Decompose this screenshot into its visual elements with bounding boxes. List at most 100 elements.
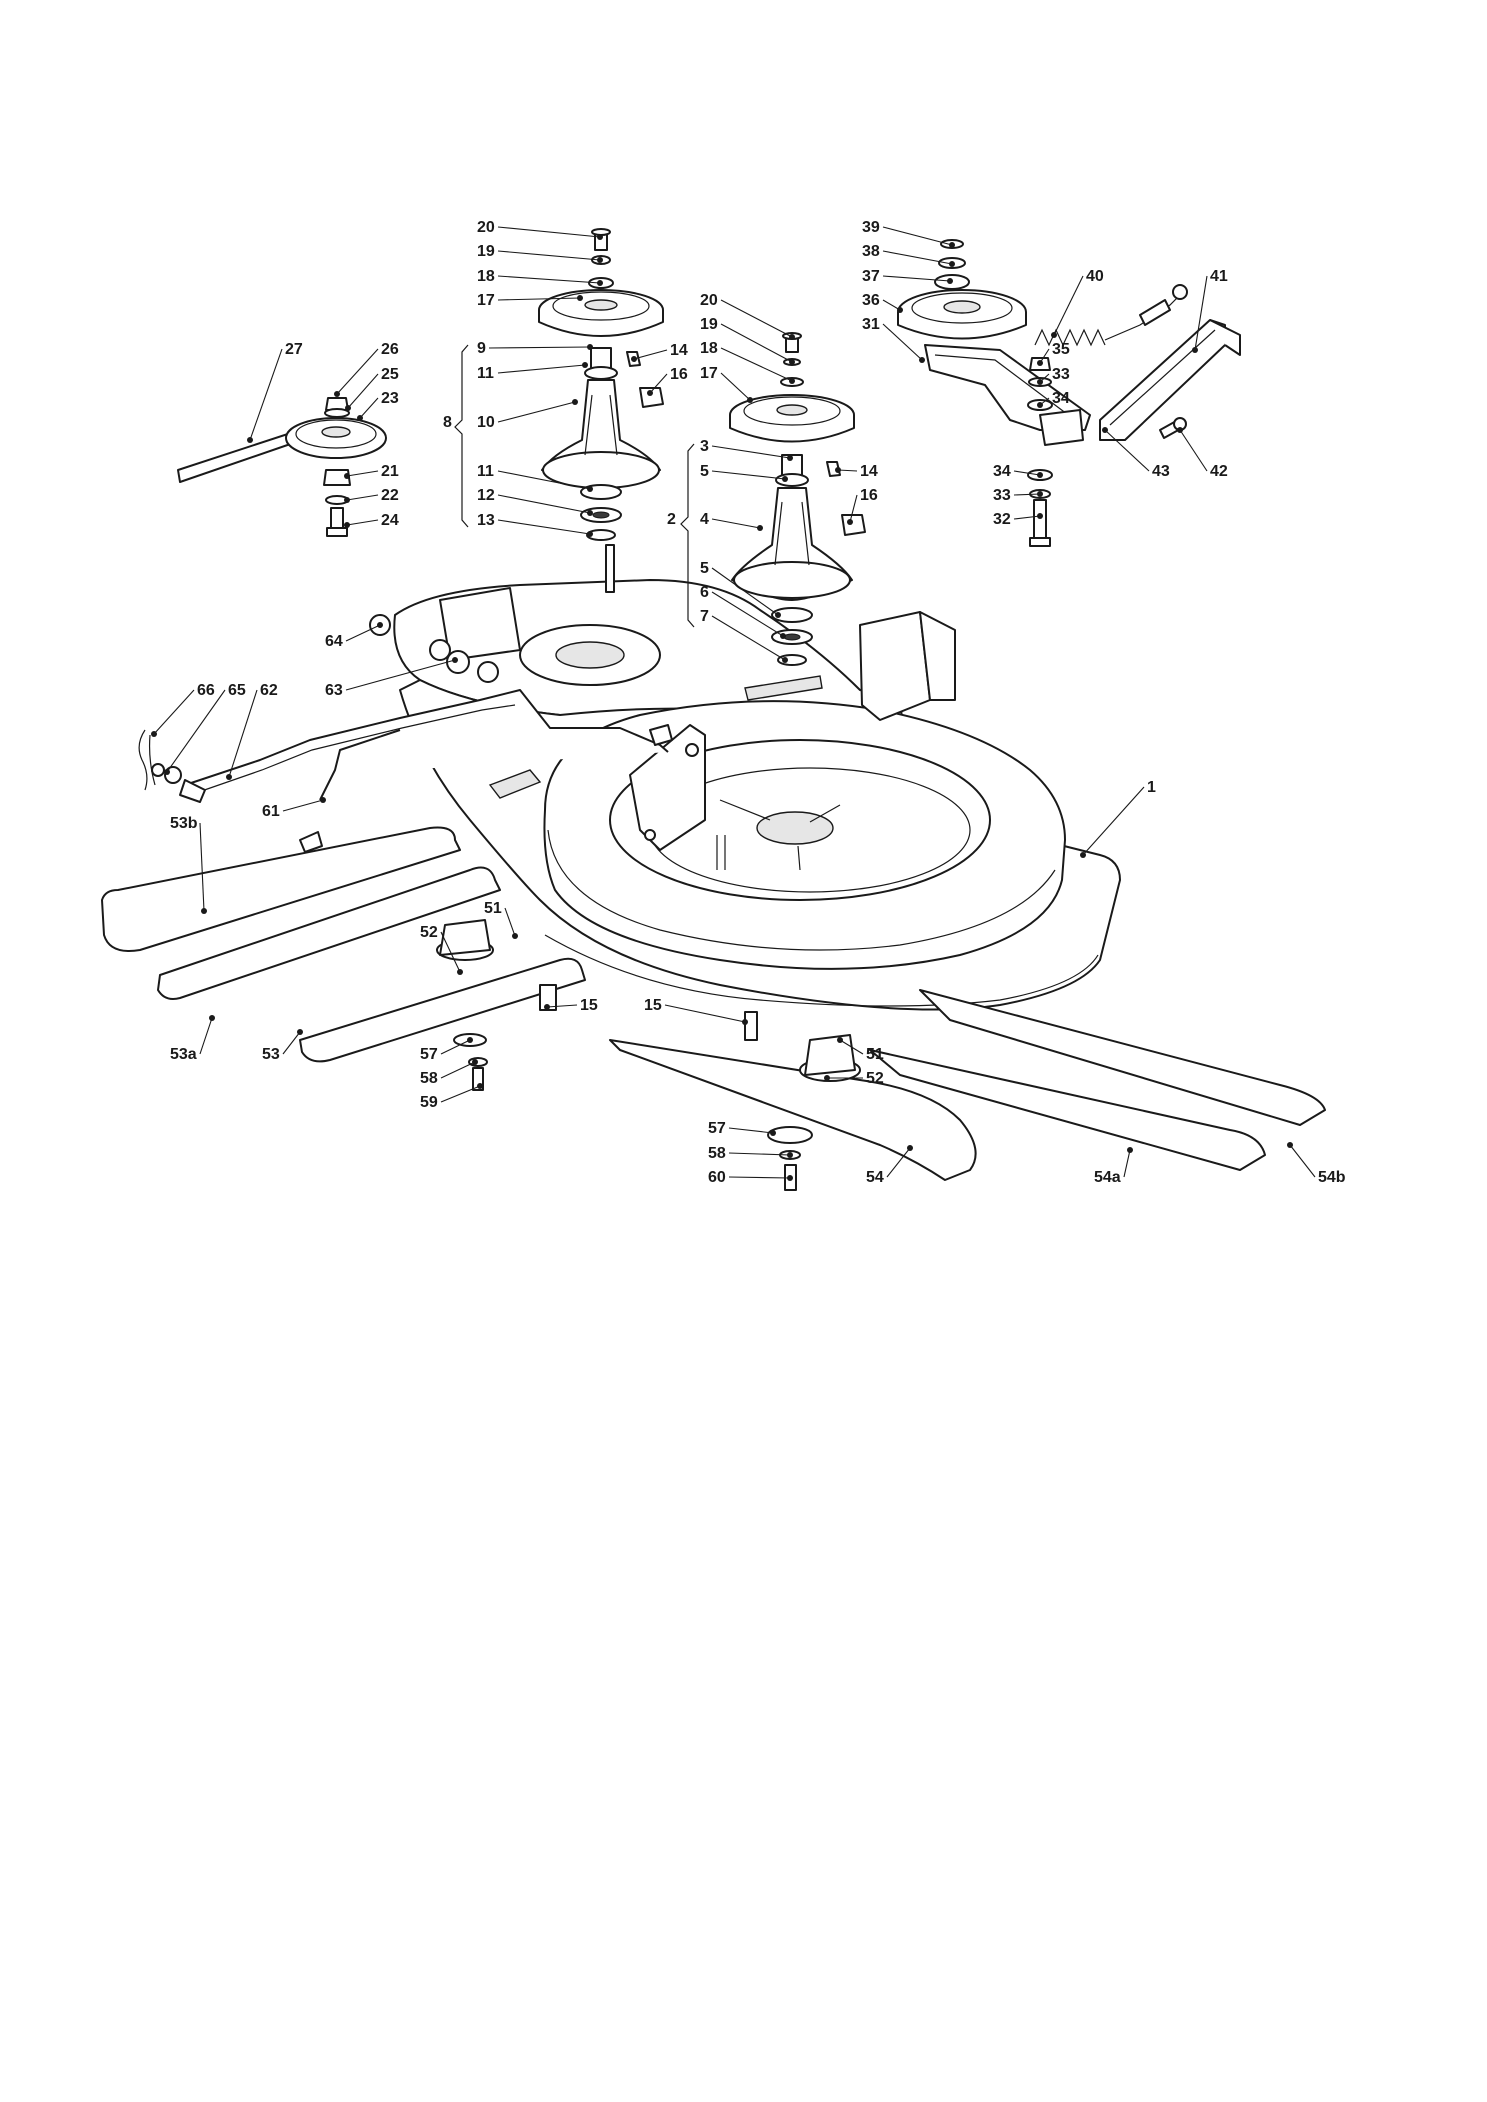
- leader-dot: [919, 357, 925, 363]
- height-adjust-linkage: [138, 614, 673, 853]
- leader-line: [497, 250, 601, 261]
- part-label: 60: [708, 1169, 726, 1186]
- leader-dot: [597, 234, 603, 240]
- leader-line: [711, 445, 791, 459]
- part-label: 3: [700, 438, 709, 455]
- leader-line: [488, 346, 591, 349]
- belt-tensioner-assembly: [897, 239, 1241, 547]
- leader-dot: [151, 731, 157, 737]
- leader-line: [886, 1147, 911, 1178]
- leader-dot: [847, 519, 853, 525]
- leader-line: [728, 1176, 791, 1179]
- part-label: 33: [1052, 366, 1070, 383]
- part-label: 57: [708, 1120, 726, 1137]
- leader-line: [633, 349, 668, 360]
- leader-line: [440, 1061, 476, 1079]
- leader-line: [199, 1017, 213, 1055]
- leader-dot: [572, 399, 578, 405]
- leader-line: [728, 1127, 774, 1134]
- leader-dot: [907, 1145, 913, 1151]
- leader-dot: [577, 295, 583, 301]
- part-label: 6: [700, 584, 709, 601]
- leader-dot: [1051, 332, 1057, 338]
- leader-line: [837, 469, 858, 472]
- part-label: 18: [477, 268, 495, 285]
- idler-arm-assembly: [177, 397, 387, 537]
- leader-dot: [377, 622, 383, 628]
- leader-line: [359, 397, 379, 419]
- part-label: 20: [477, 219, 495, 236]
- leader-dot: [452, 657, 458, 663]
- leader-dot: [1177, 427, 1183, 433]
- leader-line: [497, 226, 601, 238]
- part-label: 24: [381, 512, 399, 529]
- leader-dot: [787, 1175, 793, 1181]
- part-label: 66: [197, 682, 215, 699]
- leader-dot: [320, 797, 326, 803]
- leader-line: [440, 1085, 481, 1103]
- leader-dot: [544, 1004, 550, 1010]
- part-label: 1: [1147, 779, 1156, 796]
- part-label: 15: [580, 997, 598, 1014]
- leader-line: [497, 364, 586, 374]
- leader-dot: [1037, 472, 1043, 478]
- leader-dot: [631, 356, 637, 362]
- leader-line: [497, 519, 591, 535]
- leader-dot: [1080, 852, 1086, 858]
- leader-dot: [345, 405, 351, 411]
- leader-dot: [226, 774, 232, 780]
- leader-line: [720, 323, 793, 363]
- leader-dot: [1037, 360, 1043, 366]
- deck-housing: [393, 579, 1121, 1011]
- leader-line: [1013, 470, 1041, 476]
- leader-line: [166, 689, 226, 773]
- part-label: 13: [477, 512, 495, 529]
- leader-line: [649, 373, 668, 394]
- leader-line: [546, 1004, 578, 1008]
- part-label: 4: [700, 511, 709, 528]
- leader-dot: [787, 1152, 793, 1158]
- leader-line: [1104, 429, 1150, 472]
- leader-dot: [742, 1019, 748, 1025]
- part-label: 14: [860, 463, 878, 480]
- part-label: 53: [262, 1046, 280, 1063]
- leader-dot: [782, 657, 788, 663]
- part-label: 51: [484, 900, 502, 917]
- part-label: 38: [862, 243, 880, 260]
- leader-dot: [1127, 1147, 1133, 1153]
- leader-line: [346, 519, 379, 526]
- leader-line: [440, 931, 461, 973]
- part-label: 59: [420, 1094, 438, 1111]
- part-label: 20: [700, 292, 718, 309]
- leader-dot: [1037, 491, 1043, 497]
- leader-dot: [209, 1015, 215, 1021]
- leader-line: [504, 907, 516, 937]
- part-label: 16: [860, 487, 878, 504]
- leader-dot: [597, 257, 603, 263]
- part-label: 34: [993, 463, 1011, 480]
- leader-line: [497, 297, 581, 301]
- leader-line: [711, 615, 786, 661]
- part-label: 33: [993, 487, 1011, 504]
- part-label: 41: [1210, 268, 1228, 285]
- part-label: 32: [993, 511, 1011, 528]
- part-label: 5: [700, 560, 709, 577]
- leader-line: [282, 1031, 301, 1055]
- leader-line: [345, 624, 381, 642]
- part-label: 52: [420, 924, 438, 941]
- part-label: 58: [420, 1070, 438, 1087]
- leader-line: [346, 494, 379, 501]
- blades-left: [101, 826, 586, 1091]
- leader-dot: [582, 362, 588, 368]
- leader-dot: [947, 278, 953, 284]
- part-label: 2: [667, 511, 676, 528]
- leader-dot: [789, 334, 795, 340]
- leader-dot: [357, 415, 363, 421]
- leader-line: [882, 226, 953, 246]
- part-label: 57: [420, 1046, 438, 1063]
- leader-dot: [780, 633, 786, 639]
- part-label: 65: [228, 682, 246, 699]
- part-label: 43: [1152, 463, 1170, 480]
- leader-dot: [334, 391, 340, 397]
- leader-dot: [1037, 402, 1043, 408]
